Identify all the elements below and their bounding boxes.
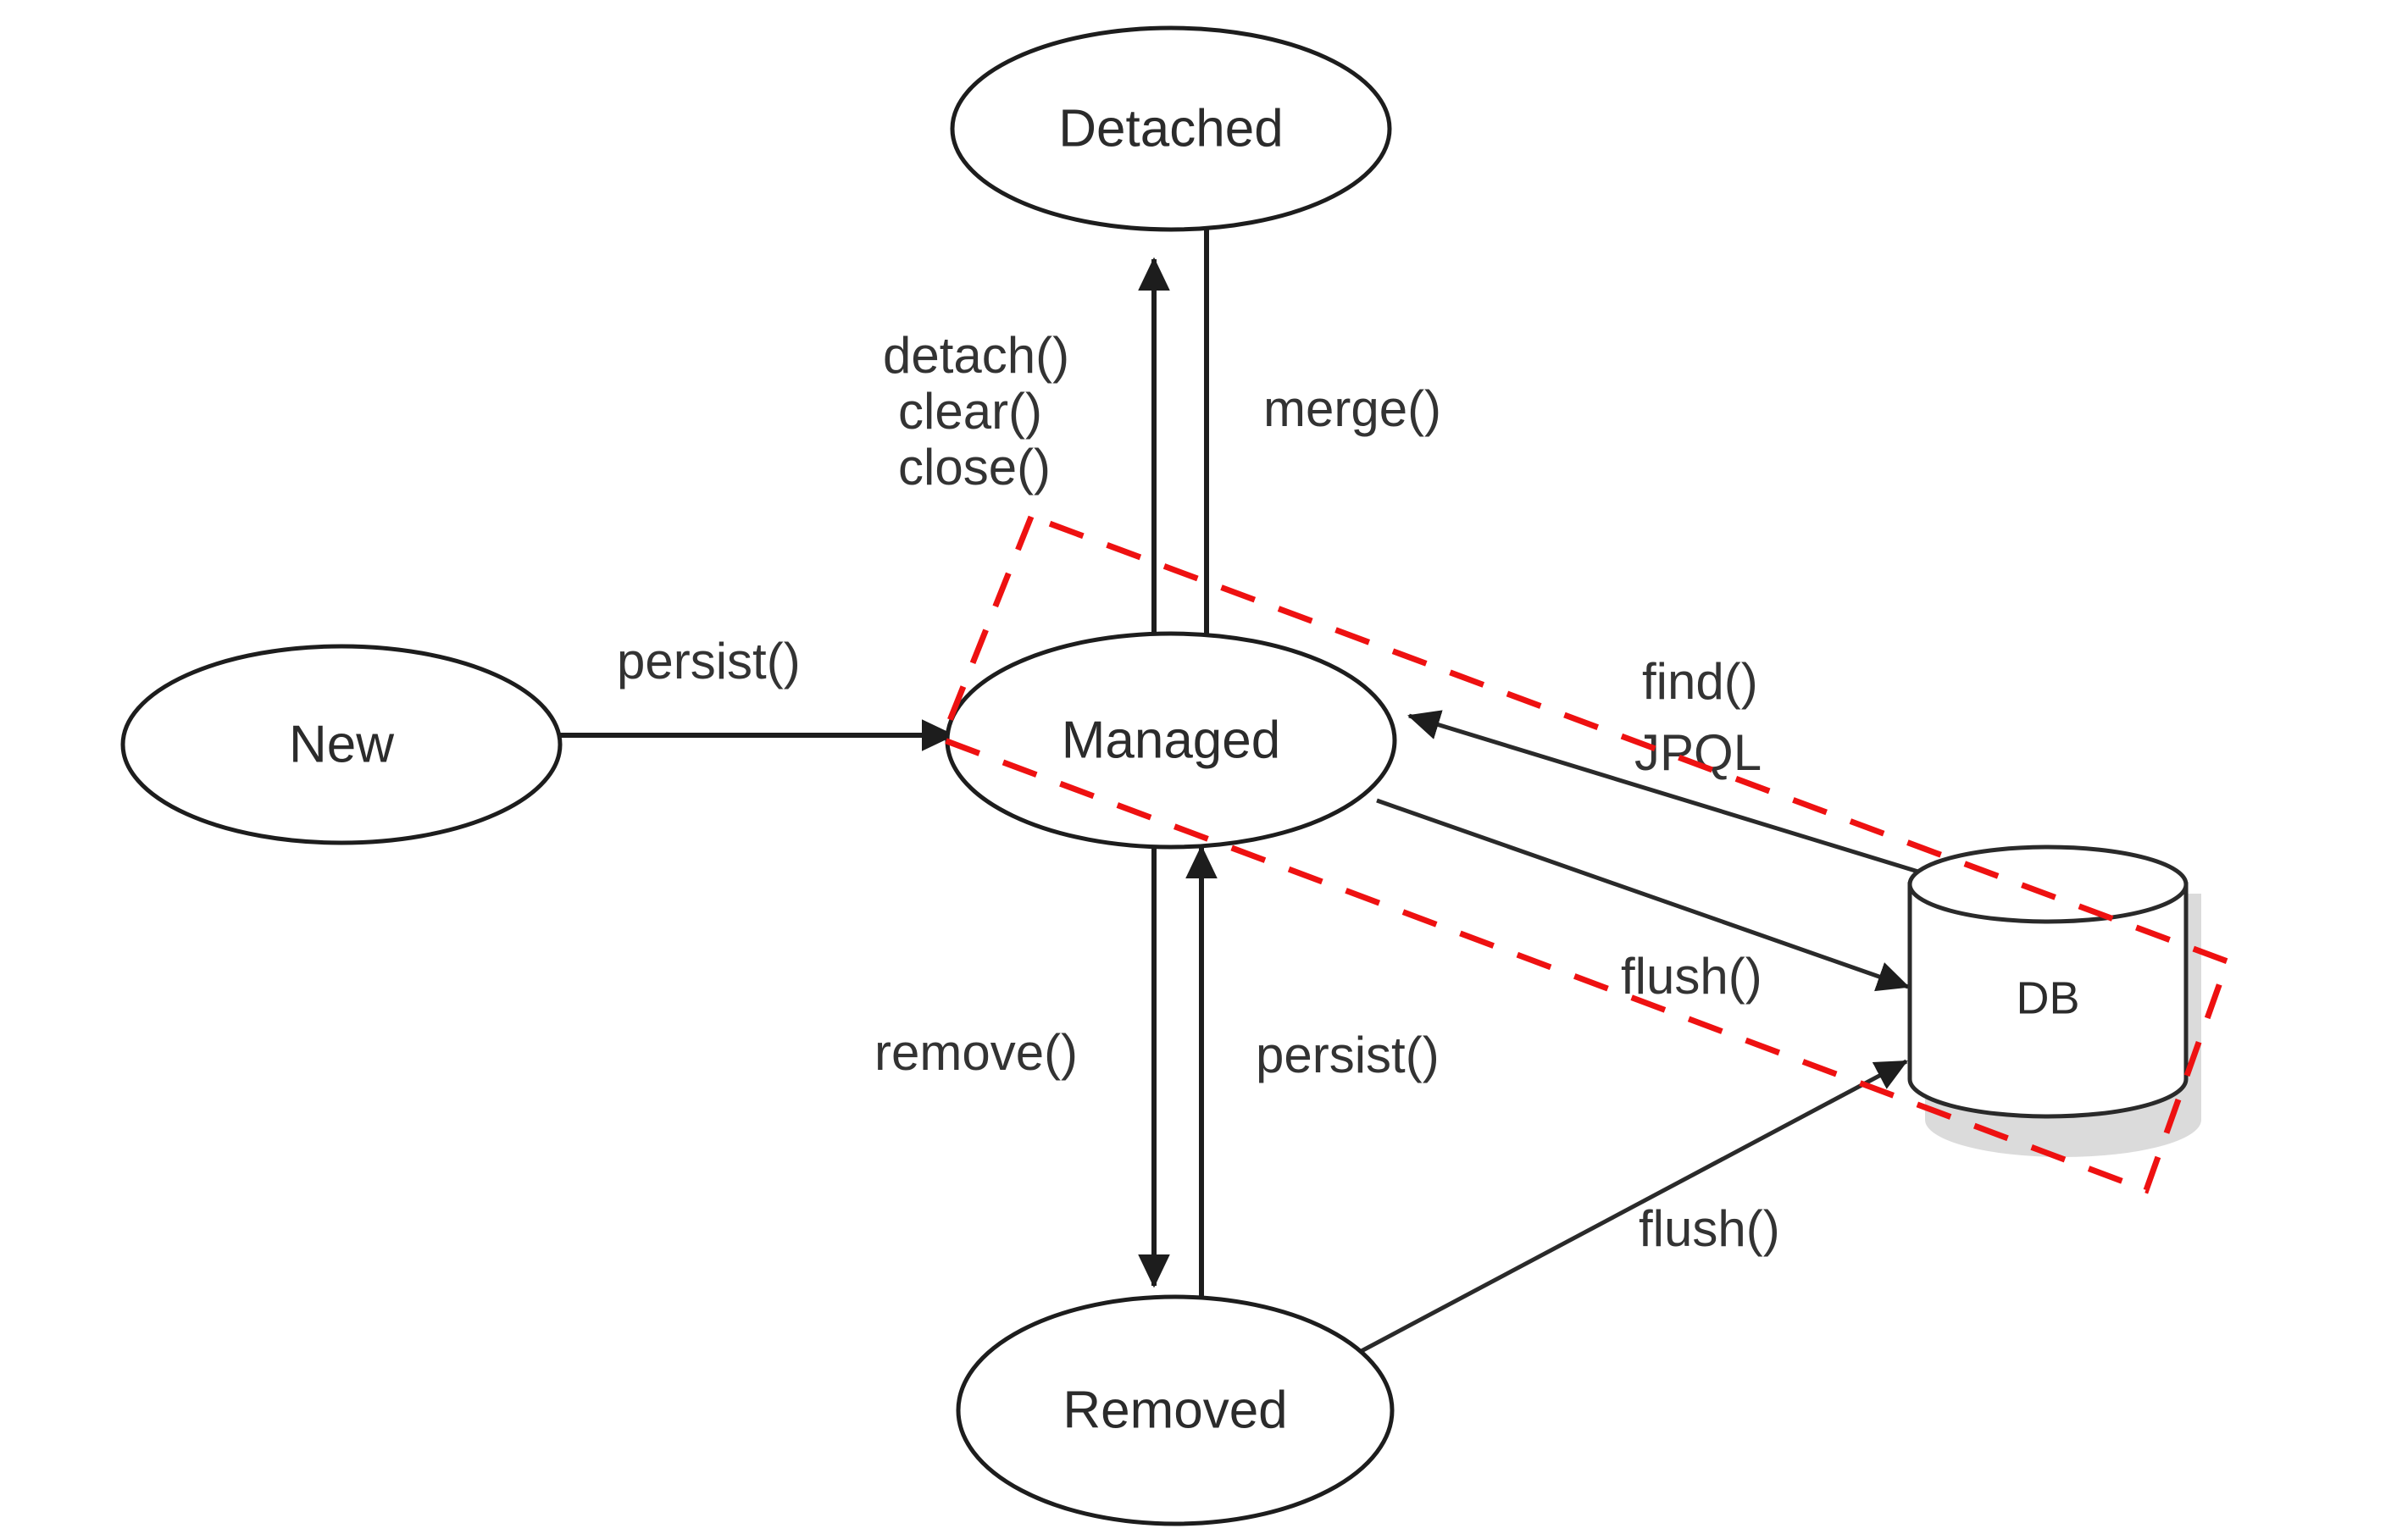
- edge-label-close: close(): [898, 439, 1051, 496]
- new-ellipse[interactable]: [120, 644, 563, 845]
- edge-managed-to-db: [1376, 798, 1910, 992]
- edge-removed-to-db: [1357, 1059, 1908, 1355]
- edge-arrow-removed-to-db: [1357, 1059, 1908, 1355]
- edge-label-detach: detach(): [883, 327, 1069, 384]
- removed-ellipse[interactable]: [956, 1294, 1395, 1526]
- edge-label-clear: clear(): [898, 383, 1042, 440]
- red-dashed-highlight-annotation: [938, 512, 2232, 1194]
- node-removed[interactable]: Removed: [956, 1294, 1395, 1526]
- managed-label: Managed: [1062, 711, 1281, 769]
- edge-label-persist-removed: persist(): [1256, 1027, 1440, 1083]
- detached-label: Detached: [1058, 99, 1283, 158]
- edge-label-merge: merge(): [1263, 380, 1441, 437]
- removed-label: Removed: [1063, 1381, 1287, 1439]
- node-detached[interactable]: Detached: [950, 25, 1392, 232]
- node-new[interactable]: New: [120, 644, 563, 845]
- node-db[interactable]: DB: [1907, 845, 2201, 1157]
- edge-label-jpql: JPQL: [1634, 724, 1762, 781]
- edge-label-persist-new: persist(): [617, 633, 801, 689]
- edge-arrow-managed-to-db: [1376, 798, 1910, 992]
- node-managed[interactable]: Managed: [945, 631, 1397, 850]
- edge-label-find: find(): [1642, 653, 1758, 710]
- new-label: New: [289, 715, 394, 773]
- db-label: DB: [2016, 972, 2079, 1023]
- edge-label-flush-upper: flush(): [1621, 948, 1762, 1005]
- edge-arrow-db-to-managed: [1407, 710, 1941, 881]
- db-cylinder-top[interactable]: [1907, 845, 2189, 924]
- edge-label-flush-lower: flush(): [1639, 1200, 1780, 1257]
- edge-db-to-managed: [1407, 710, 1941, 881]
- edge-label-remove: remove(): [874, 1024, 1078, 1081]
- db-cylinder-body[interactable]: [1907, 882, 2189, 1119]
- detached-ellipse[interactable]: [950, 25, 1392, 232]
